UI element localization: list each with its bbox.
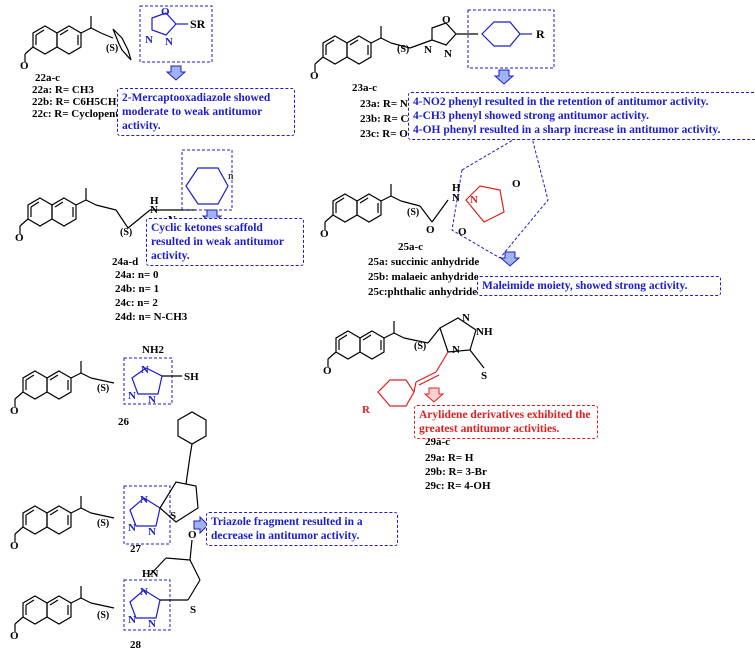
- compound-23-structure: [314, 9, 555, 73]
- stereo-label-25: (S): [407, 207, 420, 218]
- atom-23-o: O: [442, 14, 451, 26]
- atom-23-n2: N: [444, 48, 452, 60]
- note-23-line-2: 4-CH3 phenyl showed strong antitumor act…: [413, 110, 649, 122]
- compound-25a: 25a: succinic anhydride: [368, 256, 480, 268]
- note-23-line-1: 4-NO2 phenyl resulted in the retention o…: [413, 96, 709, 108]
- atom-28-hn: HN: [142, 568, 159, 580]
- atom-29-n1: N: [462, 312, 470, 324]
- arrow-29-icon: [423, 387, 445, 403]
- compound-23c: 23c: R= OH: [360, 128, 417, 140]
- atom-26-n3: N: [148, 394, 156, 406]
- compound-29c: 29c: R= 4-OH: [425, 480, 491, 492]
- compound-27-structure: [14, 411, 207, 545]
- compound-25b: 25b: malaeic anhydride: [368, 271, 479, 283]
- atom-22-o: O: [161, 6, 170, 18]
- compound-25c: 25c:phthalic anhydride: [368, 286, 478, 298]
- atom-25-o3: O: [426, 224, 435, 236]
- note-22-mercaptooxadiazole: 2-Mercaptooxadiazole showed moderate to …: [117, 88, 295, 136]
- atom-24-n1: N: [150, 204, 158, 216]
- atom-22-sr: SR: [190, 17, 206, 31]
- compound-23a: 23a: R= NO2: [360, 98, 422, 110]
- compound-26-id: 26: [118, 416, 129, 428]
- atom-28-n3: N: [148, 618, 156, 630]
- compound-24d: 24d: n= N-CH3: [115, 311, 188, 323]
- compound-29-id: 29a-c: [425, 436, 451, 448]
- stereo-label-27: (S): [97, 518, 110, 529]
- arrow-22-icon: [166, 65, 186, 81]
- note-25-maleimide: Maleimide moiety, showed strong activity…: [477, 276, 721, 296]
- methoxy-o-25: O: [320, 228, 329, 240]
- compound-23-id: 23a-c: [352, 82, 378, 94]
- compound-22a: 22a: R= CH3: [32, 84, 94, 96]
- compound-27-id: 27: [130, 543, 141, 555]
- atom-28-s: S: [190, 604, 197, 616]
- note-23-phenyl-substituents: 4-NO2 phenyl resulted in the retention o…: [408, 92, 755, 140]
- stereo-label-22: (S): [106, 43, 119, 54]
- stereo-label-29: (S): [414, 341, 427, 352]
- compound-29b: 29b: R= 3-Br: [425, 466, 487, 478]
- methoxy-o-28: O: [10, 630, 19, 642]
- atom-29-s: S: [481, 370, 488, 382]
- compound-29a: 29a: R= H: [425, 452, 474, 464]
- atom-25-o2: O: [458, 226, 467, 238]
- atom-24-n: n: [228, 170, 234, 182]
- atom-26-n1: N: [141, 364, 149, 376]
- compound-22-id: 22a-c: [35, 72, 61, 84]
- note-27-triazole: Triazole fragment resulted in a decrease…: [206, 512, 398, 546]
- atom-25-h: H: [452, 182, 461, 194]
- atom-25-n-ring: N: [470, 194, 478, 206]
- atom-23-r: R: [536, 27, 545, 41]
- compound-24-id: 24a-d: [112, 256, 139, 268]
- methoxy-o-26: O: [10, 405, 19, 417]
- atom-28-o: O: [188, 529, 197, 541]
- compound-24c: 24c: n= 2: [115, 297, 158, 309]
- atom-22-n1: N: [145, 34, 153, 46]
- atom-28-n1: N: [140, 586, 148, 598]
- methoxy-o-29: O: [323, 365, 332, 377]
- stereo-label-26: (S): [97, 383, 110, 394]
- compound-25-structure: [324, 129, 549, 259]
- stereo-label-24: (S): [120, 227, 133, 238]
- methoxy-o-22: O: [20, 60, 29, 72]
- compound-23b: 23b: R= CH3: [360, 113, 423, 125]
- atom-26-n2: N: [128, 390, 136, 402]
- atom-26-sh: SH: [184, 371, 199, 383]
- methoxy-o-23: O: [310, 70, 319, 82]
- methoxy-o-27: O: [10, 540, 19, 552]
- atom-28-n2: N: [128, 614, 136, 626]
- compound-22-structure: [24, 5, 213, 63]
- arrow-23-icon: [494, 69, 514, 85]
- atom-24-h: H: [150, 195, 159, 207]
- atom-26-nh2: NH2: [142, 344, 164, 356]
- compound-24a: 24a: n= 0: [115, 269, 159, 281]
- compound-22b: 22b: R= C6H5CH2: [32, 96, 122, 108]
- compound-26-structure: [14, 357, 182, 408]
- compound-25-id: 25a-c: [398, 241, 424, 253]
- atom-27-s: S: [170, 510, 177, 522]
- compound-28-id: 28: [130, 639, 141, 651]
- atom-25-n: N: [452, 192, 460, 204]
- compound-22c: 22c: R= Cyclopentyl: [32, 108, 128, 120]
- compound-28-structure: [14, 539, 201, 633]
- compound-29-structure: [327, 317, 485, 407]
- atom-27-n1: N: [140, 494, 148, 506]
- atom-23-n1: N: [424, 44, 432, 56]
- note-29-arylidene: Arylidene derivatives exhibited the grea…: [414, 405, 598, 439]
- atom-22-n2: N: [165, 36, 173, 48]
- atom-27-n3: N: [148, 526, 156, 538]
- note-23-line-3: 4-OH phenyl resulted in a sharp increase…: [413, 124, 721, 136]
- stereo-label-23: (S): [397, 44, 410, 55]
- atom-25-o1: O: [512, 178, 521, 190]
- atom-27-n2: N: [128, 522, 136, 534]
- atom-29-n2: N: [452, 344, 460, 356]
- stereo-label-28: (S): [97, 610, 110, 621]
- note-24-cyclic-ketones: Cyclic ketones scaffold resulted in weak…: [146, 218, 304, 266]
- compound-24b: 24b: n= 1: [115, 283, 160, 295]
- methoxy-o-24: O: [15, 232, 24, 244]
- atom-29-r: R: [362, 404, 370, 416]
- atom-29-nh: NH: [476, 326, 493, 338]
